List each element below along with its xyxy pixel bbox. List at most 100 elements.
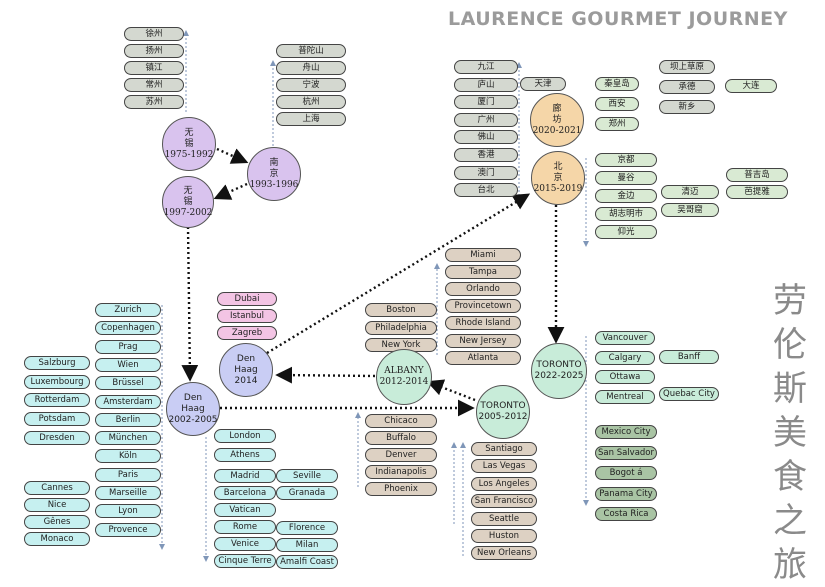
- journey-arrow: [275, 366, 376, 384]
- location-pill: 西安: [595, 97, 639, 111]
- location-pill: 坝上草原: [659, 60, 715, 74]
- location-pill: Seattle: [471, 511, 537, 526]
- location-pill: Nice: [24, 498, 90, 512]
- location-pill: 京都: [595, 153, 657, 167]
- node-label-line: ALBANY: [384, 366, 424, 376]
- location-pill: 镇江: [124, 61, 184, 75]
- location-pill: 吴哥窟: [661, 203, 719, 217]
- journey-arrow: [181, 226, 199, 382]
- location-pill: 厦门: [454, 95, 518, 110]
- location-pill: Los Angeles: [471, 476, 537, 491]
- location-pill: Istanbul: [217, 309, 277, 323]
- location-pill: Miami: [445, 248, 521, 262]
- location-pill: Marseille: [95, 486, 161, 500]
- journey-arrow: [216, 147, 249, 164]
- location-pill: Philadelphia: [365, 320, 437, 335]
- node-label-line: Haag: [181, 403, 205, 414]
- location-pill: 清迈: [661, 185, 719, 199]
- node-label-line: 2015-2019: [533, 183, 583, 194]
- location-pill: New Orleans: [471, 546, 537, 561]
- vertical-title-char: 食: [773, 457, 807, 497]
- location-pill: Luxembourg: [24, 374, 90, 389]
- location-pill: Cannes: [24, 481, 90, 495]
- location-pill: Chicaco: [365, 414, 437, 428]
- location-pill: Dubai: [217, 292, 277, 306]
- location-pill: 杭州: [276, 95, 346, 109]
- vertical-title-char: 之: [773, 501, 807, 541]
- location-pill: Costa Rica: [595, 507, 657, 521]
- location-pill: Dresden: [24, 430, 90, 445]
- location-pill: 舟山: [276, 61, 346, 75]
- location-pill: Rhode Island: [445, 316, 521, 331]
- location-pill: Denver: [365, 448, 437, 462]
- node-label-line: 2020-2021: [532, 125, 582, 136]
- location-pill: Venice: [214, 537, 276, 551]
- location-pill: Florence: [276, 521, 338, 535]
- vertical-title: 劳 伦 斯 美 食 之 旅: [770, 282, 810, 584]
- node-label-line: 无: [183, 185, 193, 196]
- location-pill: Tampa: [445, 265, 521, 280]
- location-pill: 苏州: [124, 95, 184, 109]
- location-pill: Banff: [659, 350, 719, 364]
- vertical-title-char: 美: [773, 413, 807, 453]
- node-label-line: 2005-2012: [478, 412, 528, 422]
- location-pill: Mentreal: [595, 389, 655, 404]
- node-label-line: 坊: [552, 114, 562, 125]
- location-pill: Amalfi Coast: [276, 555, 338, 569]
- location-pill: 郑州: [595, 117, 639, 131]
- location-pill: Panama City: [595, 486, 657, 501]
- location-pill: Barcelona: [214, 486, 276, 500]
- location-pill: Mexico City: [595, 425, 657, 439]
- node-label-line: 2022-2025: [534, 371, 584, 381]
- location-pill: Brüssel: [95, 376, 161, 391]
- vertical-title-char: 劳: [773, 281, 807, 321]
- location-pill: Gênes: [24, 515, 90, 529]
- node-label-line: 1993-1996: [249, 179, 299, 190]
- location-pill: Huston: [471, 529, 537, 543]
- location-pill: Zagreb: [217, 326, 277, 340]
- location-pill: Monaco: [24, 532, 90, 546]
- location-pill: Santiago: [471, 442, 537, 456]
- location-pill: Köln: [95, 449, 161, 464]
- location-pill: Bogot á: [595, 466, 657, 480]
- location-pill: 徐州: [124, 27, 184, 41]
- location-pill: 扬州: [124, 44, 184, 58]
- location-pill: New Jersey: [445, 333, 521, 348]
- node-label-line: 京: [269, 168, 279, 179]
- node-label-line: TORONTO: [480, 401, 526, 411]
- node-label-line: 南: [269, 157, 279, 168]
- location-pill: Buffalo: [365, 431, 437, 445]
- location-pill: Phoenix: [365, 482, 437, 496]
- location-pill: Orlando: [445, 282, 521, 297]
- location-pill: 澳门: [454, 165, 518, 180]
- location-pill: 佛山: [454, 130, 518, 145]
- location-pill: Zurich: [95, 303, 161, 317]
- node-label-line: 1975-1992: [164, 149, 214, 160]
- location-pill: Indianapolis: [365, 465, 437, 479]
- location-pill: London: [214, 429, 276, 443]
- location-pill: 常州: [124, 78, 184, 92]
- journey-arrow: [266, 193, 531, 355]
- location-pill: San Salvador: [595, 445, 657, 460]
- location-pill: San Francisco: [471, 494, 537, 509]
- location-pill: Provincetown: [445, 299, 521, 314]
- location-pill: 曼谷: [595, 171, 657, 185]
- location-pill: Amsterdam: [95, 394, 161, 409]
- node-label-line: 无: [184, 127, 194, 138]
- location-pill: Atlanta: [445, 350, 521, 365]
- node-label-line: 锡: [184, 138, 194, 149]
- vertical-title-char: 伦: [773, 325, 807, 365]
- location-pill: Granada: [276, 486, 338, 500]
- node-label-line: 1997-2002: [163, 207, 213, 218]
- location-pill: Seville: [276, 469, 338, 483]
- location-pill: 香港: [454, 148, 518, 162]
- vertical-title-char: 斯: [773, 369, 807, 409]
